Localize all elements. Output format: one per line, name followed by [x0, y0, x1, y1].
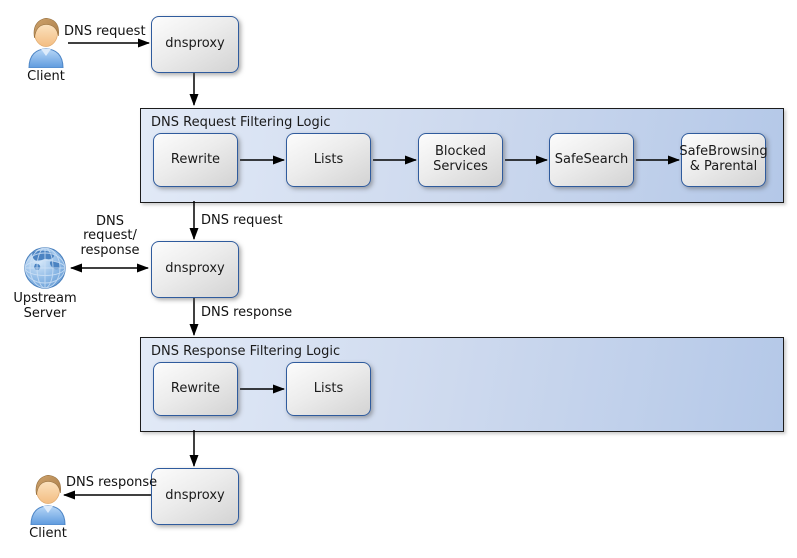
upstream-server-label: Upstream Server — [13, 291, 77, 321]
dnsproxy-node-top: dnsproxy — [151, 16, 239, 73]
container-title: DNS Response Filtering Logic — [151, 344, 341, 359]
dns-response-filtering-container: DNS Response Filtering Logic — [140, 337, 784, 432]
edge-label-dns-request-response: DNS request/ response — [80, 214, 140, 258]
person-icon — [30, 475, 66, 526]
edge-label-dns-response-middle: DNS response — [201, 305, 293, 320]
edge-label-dns-response-bottom: DNS response — [66, 475, 158, 490]
filter-box-safebrowsing-parental: SafeBrowsing & Parental — [679, 133, 768, 187]
globe-icon — [24, 247, 66, 289]
edge-label-dns-request-top: DNS request — [64, 24, 146, 39]
filter-box-lists-response: Lists — [286, 362, 371, 416]
edge-label-dns-request-middle: DNS request — [201, 213, 283, 228]
dnsproxy-node-middle: dnsproxy — [151, 241, 239, 298]
filter-box-safesearch: SafeSearch — [549, 133, 634, 187]
upstream-server-actor — [23, 246, 67, 294]
filter-box-blocked-services: Blocked Services — [418, 133, 503, 187]
client-top-actor — [24, 14, 68, 72]
client-bottom-actor — [26, 471, 70, 529]
client-top-label: Client — [27, 69, 65, 84]
filter-box-lists: Lists — [286, 133, 371, 187]
filter-box-rewrite-response: Rewrite — [153, 362, 238, 416]
client-bottom-label: Client — [29, 526, 67, 541]
filter-box-rewrite: Rewrite — [153, 133, 238, 187]
container-title: DNS Request Filtering Logic — [151, 115, 331, 130]
person-icon — [28, 18, 64, 69]
dnsproxy-node-bottom: dnsproxy — [151, 468, 239, 525]
